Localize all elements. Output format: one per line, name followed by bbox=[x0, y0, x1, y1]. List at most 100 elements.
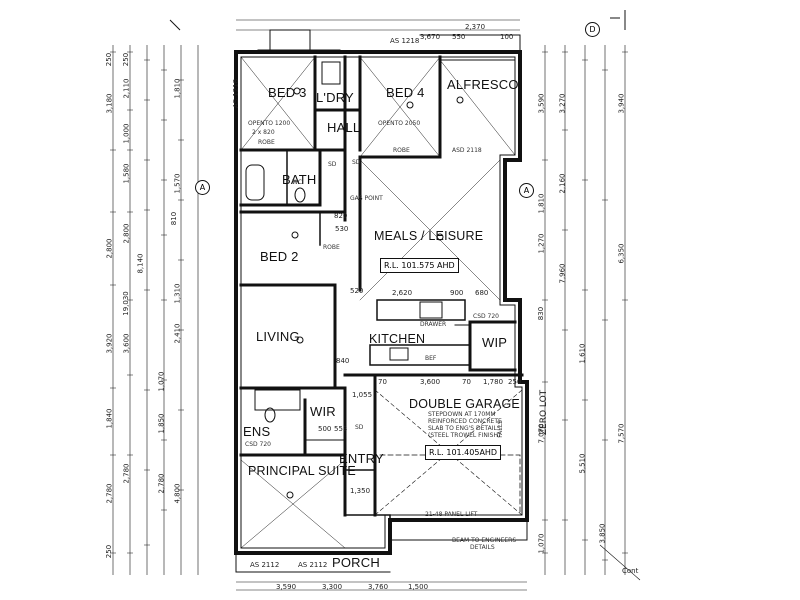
dim-mid: 1,055 bbox=[352, 391, 373, 399]
dim-mid: 520 bbox=[350, 287, 364, 295]
section-marker-left: A bbox=[195, 180, 210, 195]
dim-left3: 1,810 bbox=[173, 78, 182, 99]
dim-left3: 1,310 bbox=[173, 283, 182, 304]
dim-left3: 2,780 bbox=[157, 473, 166, 494]
room-label-kitchen: KITCHEN bbox=[369, 332, 426, 346]
room-label-meals: MEALS / LEISURE bbox=[374, 229, 484, 243]
dim-bottom: AS 2112 bbox=[298, 561, 328, 569]
kitchen-bench bbox=[376, 299, 466, 321]
dim-left3: 1,570 bbox=[173, 173, 182, 194]
dim-left: 250 bbox=[105, 544, 114, 559]
room-label-living: LIVING bbox=[256, 329, 300, 344]
dim-kitchen: 900 bbox=[450, 289, 464, 297]
dim-left: 3,180 bbox=[105, 93, 114, 114]
note-details: DETAILS bbox=[470, 544, 495, 551]
dim-right: 1,270 bbox=[537, 233, 546, 254]
dim-right2: 7,960 bbox=[558, 263, 567, 284]
room-label-bed3: BED 3 bbox=[268, 85, 307, 100]
section-marker-right: A bbox=[519, 183, 534, 198]
room-label-wir: WIR bbox=[310, 404, 336, 419]
note-sd-1: SD bbox=[328, 161, 337, 168]
dim-mid: 530 bbox=[335, 225, 349, 233]
note-falls: FALLS bbox=[496, 420, 504, 438]
dim-left3: 4,800 bbox=[173, 483, 182, 504]
note-panel-lift: 21-48 PANEL LIFT bbox=[425, 511, 478, 518]
level-garage: R.L. 101.405AHD bbox=[425, 445, 502, 460]
dim-left2: 2,780 bbox=[122, 463, 131, 484]
dim-left3: 810 bbox=[170, 211, 179, 226]
dim-bottom: AS 2112 bbox=[250, 561, 280, 569]
dim-left2: 1,580 bbox=[122, 163, 131, 184]
dim-garage: 70 bbox=[378, 378, 387, 386]
note-sd-2: SD bbox=[352, 159, 361, 166]
note-asd2118: ASD 2118 bbox=[452, 147, 482, 154]
note-step-down: STEPDOWN AT 170MM bbox=[428, 411, 496, 418]
dim-mid: 500 bbox=[318, 425, 332, 433]
note-finish: (STEEL TROWEL FINISH) bbox=[428, 432, 501, 439]
note-robe-2: ROBE bbox=[393, 147, 410, 154]
dim-garage: 1,780 bbox=[483, 378, 504, 386]
dim-right2: 3,270 bbox=[558, 93, 567, 114]
dim-right2: 1,610 bbox=[578, 343, 587, 364]
dim-left: 3,920 bbox=[105, 333, 114, 354]
dim-garage: 3,600 bbox=[420, 378, 441, 386]
dim-mid: 553 bbox=[334, 425, 348, 433]
note-reinforced: REINFORCED CONCRETE bbox=[428, 418, 502, 425]
dim-left: 2,800 bbox=[105, 238, 114, 259]
dim-right3: 7,570 bbox=[617, 423, 626, 444]
dim-left2: 8,140 bbox=[136, 253, 145, 274]
note-bef: BEF bbox=[425, 355, 437, 362]
dim-right2: 5,510 bbox=[578, 453, 587, 474]
room-label-hall: HALL bbox=[327, 120, 361, 135]
dim-right: 830 bbox=[537, 306, 546, 321]
dim-left2: 2,110 bbox=[122, 78, 131, 99]
wall-bed3 bbox=[239, 55, 347, 152]
room-label-double-garage: DOUBLE GARAGE bbox=[409, 397, 520, 411]
dim-bottom: 3,760 bbox=[368, 583, 389, 591]
room-label-wip: WIP bbox=[482, 335, 508, 350]
dim-left2: 1,000 bbox=[122, 123, 131, 144]
dim-left3: 1,070 bbox=[157, 371, 166, 392]
dim-right2: 2,160 bbox=[558, 173, 567, 194]
dim-left3: 2,410 bbox=[173, 323, 182, 344]
room-label-porch: PORCH bbox=[332, 555, 380, 570]
grid-marker-d: D bbox=[585, 22, 600, 37]
dim-mid: 820 bbox=[334, 212, 348, 220]
dim-left3: 1,850 bbox=[157, 413, 166, 434]
dim-kitchen: 680 bbox=[475, 289, 489, 297]
dim-left2: 2,800 bbox=[122, 223, 131, 244]
dim-garage: 70 bbox=[462, 378, 471, 386]
note-robe-3: ROBE bbox=[323, 244, 340, 251]
dim-left2: 250 bbox=[122, 52, 131, 67]
room-label-ldry: L'DRY bbox=[316, 90, 354, 105]
dim-bottom: 3,590 bbox=[276, 583, 297, 591]
note-cont: Cont bbox=[622, 567, 639, 575]
dim-left: 2,780 bbox=[105, 483, 114, 504]
dim-top: 2,370 bbox=[465, 23, 486, 31]
note-robe-1: ROBE bbox=[258, 139, 275, 146]
note-opening-2x820: 2 x 820 bbox=[252, 129, 275, 136]
room-label-ens: ENS bbox=[243, 424, 271, 439]
note-sd-3: SD bbox=[355, 424, 364, 431]
note-gas-point: GAS POINT bbox=[350, 195, 383, 202]
dim-top: 3,670 bbox=[420, 33, 441, 41]
dim-left2: 3,600 bbox=[122, 333, 131, 354]
dim-bottom: 1,500 bbox=[408, 583, 429, 591]
note-drawer: DRAWER bbox=[420, 321, 447, 328]
dim-right: 1,070 bbox=[537, 533, 546, 554]
note-csd720-a: CSD 720 bbox=[245, 441, 271, 448]
dim-right3: 6,350 bbox=[617, 243, 626, 264]
dim-right: 7,070 bbox=[537, 423, 546, 444]
level-meals: R.L. 101.575 AHD bbox=[380, 258, 459, 273]
dim-left-total: 19,030 bbox=[121, 291, 130, 316]
dim-right3: 3,940 bbox=[617, 93, 626, 114]
dim-left: 1,840 bbox=[105, 408, 114, 429]
dim-top: 100 bbox=[500, 33, 514, 41]
dim-top: 550 bbox=[452, 33, 466, 41]
dim-kitchen: 2,620 bbox=[392, 289, 413, 297]
note-opening-1200: OPENTO 1200 bbox=[248, 120, 291, 127]
dim-right2: 3,850 bbox=[598, 523, 607, 544]
dim-right: 3,590 bbox=[537, 93, 546, 114]
room-label-entry: ENTRY bbox=[339, 451, 384, 466]
